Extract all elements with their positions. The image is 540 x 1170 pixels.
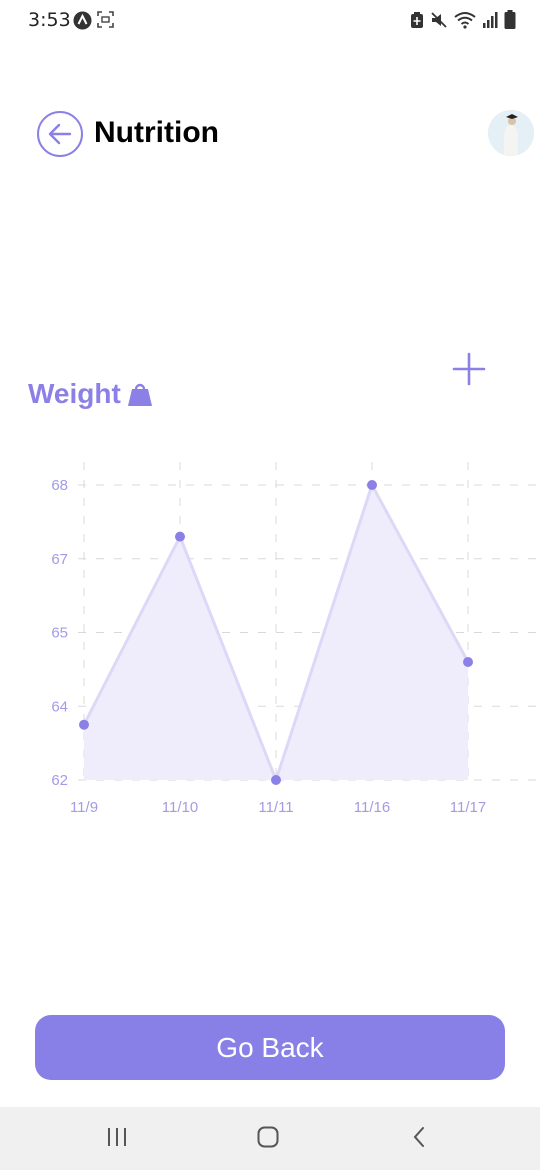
screenshot-icon <box>97 11 114 28</box>
go-back-button[interactable]: Go Back <box>35 1015 505 1080</box>
y-tick-label: 65 <box>51 625 68 642</box>
back-button[interactable] <box>37 111 83 157</box>
x-tick-label: 11/17 <box>450 799 486 816</box>
recent-apps-icon[interactable] <box>105 1125 129 1149</box>
y-tick-label: 68 <box>51 477 68 494</box>
back-icon[interactable] <box>408 1125 432 1149</box>
x-tick-label: 11/16 <box>354 799 390 816</box>
weight-icon <box>128 383 152 406</box>
x-tick-label: 11/11 <box>258 799 293 816</box>
nav-bar <box>0 1107 540 1170</box>
y-tick-label: 62 <box>51 772 68 789</box>
y-tick-label: 67 <box>51 551 68 568</box>
battery-saver-icon <box>411 11 423 28</box>
x-tick-label: 11/9 <box>70 799 98 816</box>
status-time: 3:53 <box>28 9 71 31</box>
page-title: Nutrition <box>94 116 219 149</box>
arrow-left-icon <box>48 123 72 145</box>
home-icon[interactable] <box>256 1125 280 1149</box>
data-point <box>271 775 281 785</box>
data-point <box>463 657 473 667</box>
signal-icon <box>483 11 498 28</box>
weight-title: Weight <box>28 378 121 409</box>
data-point <box>79 719 89 730</box>
x-tick-label: 11/10 <box>162 799 198 816</box>
data-point <box>367 480 377 490</box>
status-bar: 3:53 <box>0 0 540 40</box>
data-point <box>175 531 185 542</box>
avatar[interactable] <box>488 110 534 156</box>
y-tick-label: 64 <box>51 698 68 715</box>
wifi-icon <box>454 11 476 29</box>
mute-icon <box>431 11 447 28</box>
weight-chart: 62 64 65 67 68 11/9 11/10 11/11 11/16 11/17 <box>51 462 540 816</box>
app-icon <box>73 11 92 30</box>
series-area <box>84 485 468 780</box>
battery-icon <box>504 10 516 29</box>
add-weight-button[interactable] <box>452 352 486 386</box>
